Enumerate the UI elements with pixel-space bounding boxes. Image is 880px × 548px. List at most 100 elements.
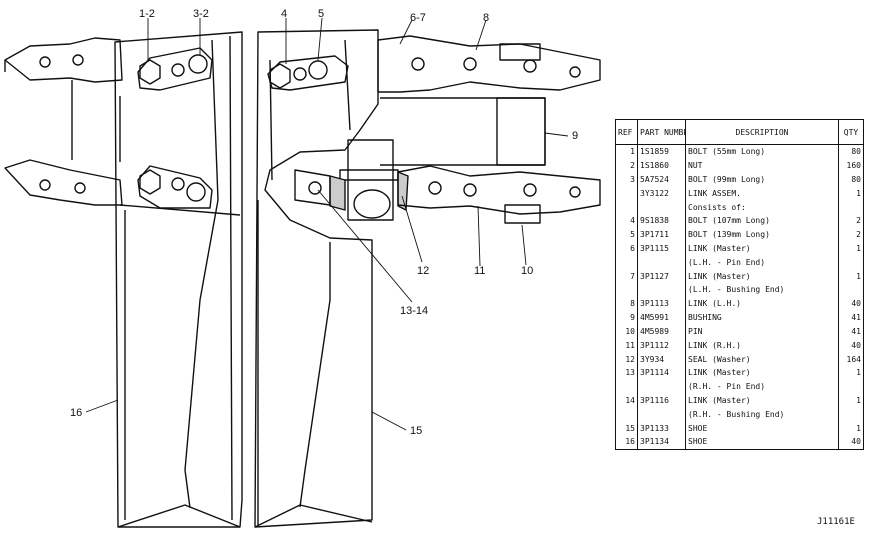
cell-qty: 1 [838, 393, 864, 408]
master-link-right-top [267, 55, 349, 91]
cell-desc: BOLT (107mm Long) [685, 214, 839, 228]
cell-ref: 1 [615, 144, 638, 159]
cell-ref [615, 283, 638, 297]
cell-desc: (L.H. - Pin End) [685, 255, 839, 270]
callout-13-14: 13-14 [400, 305, 429, 317]
cell-ref: 10 [615, 324, 638, 339]
cell-desc: LINK (Master) [685, 393, 839, 408]
callout-11: 11 [474, 265, 486, 277]
cell-ref [615, 200, 638, 215]
cell-qty: 41 [838, 324, 864, 339]
cell-qty [838, 283, 864, 297]
cell-desc: (R.H. - Pin End) [685, 379, 839, 394]
cell-part: 1S1860 [637, 158, 686, 173]
cell-ref [615, 407, 638, 422]
cell-ref: 7 [615, 269, 638, 284]
cell-qty [838, 255, 864, 270]
callout-16: 16 [70, 407, 83, 419]
cell-desc: NUT [685, 158, 839, 173]
cell-desc: BOLT (99mm Long) [685, 172, 839, 187]
cell-part: 1S1859 [637, 144, 686, 159]
cell-part: 3P1133 [637, 421, 686, 436]
cell-desc: BOLT (55mm Long) [685, 144, 839, 159]
callout-9: 9 [572, 130, 579, 142]
table-row: (L.H. - Bushing End) [615, 283, 864, 297]
cell-ref: 3 [615, 172, 638, 187]
callout-1-2: 1-2 [139, 8, 155, 20]
cell-ref: 5 [615, 227, 638, 242]
cell-part: 3Y3122 [637, 186, 686, 201]
cell-qty: 2 [838, 227, 864, 242]
cell-ref: 6 [615, 241, 638, 256]
cell-desc: LINK (Master) [685, 366, 839, 380]
cell-ref: 2 [615, 158, 638, 173]
cell-qty: 2 [838, 214, 864, 228]
upper-left-chain [4, 37, 123, 83]
cell-ref [615, 186, 638, 201]
callout-10: 10 [521, 265, 534, 277]
cell-qty: 1 [838, 186, 864, 201]
table-header: REF NO. PART NUMBER DESCRIPTION QTY [615, 119, 864, 145]
cell-part: 3P1113 [637, 296, 686, 311]
cell-ref: 8 [615, 296, 638, 311]
cell-part: 3P1127 [637, 269, 686, 284]
cell-ref: 4 [615, 214, 638, 228]
cell-part: 3P1134 [637, 435, 686, 450]
cell-qty: 80 [838, 144, 864, 159]
cell-qty [838, 407, 864, 422]
cell-part: 3P1116 [637, 393, 686, 408]
cell-qty: 1 [838, 366, 864, 380]
cell-desc: SHOE [685, 435, 839, 450]
header-description: DESCRIPTION [685, 119, 839, 145]
lower-left-chain [4, 159, 123, 206]
cell-desc: LINK ASSEM. [685, 186, 839, 201]
shoe-15 [254, 29, 379, 528]
cell-part: 3P1711 [637, 227, 686, 242]
cell-qty: 1 [838, 421, 864, 436]
header-ref: REF NO. [615, 119, 638, 145]
cell-part: 3P1112 [637, 338, 686, 353]
cell-desc: BUSHING [685, 310, 839, 325]
cell-part: 4M5989 [637, 324, 686, 339]
cell-ref [615, 255, 638, 270]
cell-desc: LINK (R.H.) [685, 338, 839, 353]
cell-desc: SHOE [685, 421, 839, 436]
master-link-left-bottom [137, 165, 213, 209]
table-row: (R.H. - Bushing End) [615, 407, 864, 422]
cell-ref: 9 [615, 310, 638, 325]
cell-qty: 40 [838, 435, 864, 450]
cell-qty: 160 [838, 158, 864, 173]
cell-part: 3P1114 [637, 366, 686, 380]
callout-15: 15 [410, 425, 423, 437]
cell-ref: 11 [615, 338, 638, 353]
cell-qty: 164 [838, 352, 864, 367]
cell-desc: BOLT (139mm Long) [685, 227, 839, 242]
callout-5: 5 [318, 8, 325, 20]
cell-qty [838, 379, 864, 394]
master-link-left-top [137, 47, 213, 91]
cell-desc: LINK (Master) [685, 241, 839, 256]
cell-desc: Consists of: [685, 200, 839, 215]
cell-qty: 1 [838, 269, 864, 284]
header-qty: QTY [838, 119, 864, 145]
table-row: (L.H. - Pin End) [615, 255, 864, 270]
cell-ref: 16 [615, 435, 638, 450]
header-part-number: PART NUMBER [637, 119, 686, 145]
cell-qty: 80 [838, 172, 864, 187]
table-row: Consists of: [615, 200, 864, 215]
cell-qty: 40 [838, 296, 864, 311]
leader-lines [85, 17, 569, 431]
